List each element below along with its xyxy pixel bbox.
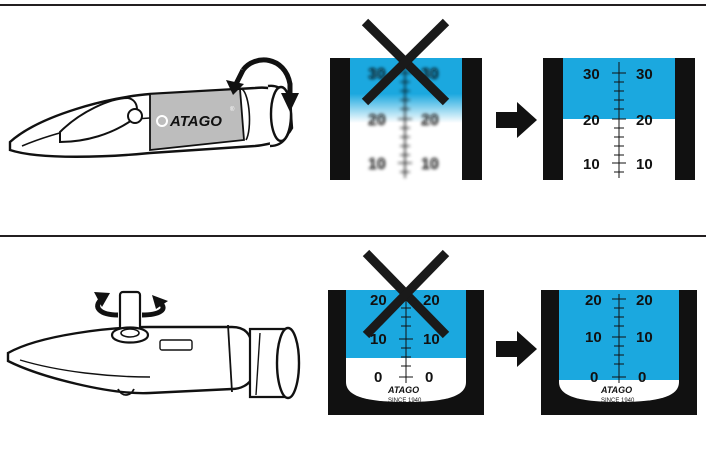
- cross-mark-icon: [361, 18, 450, 106]
- scale-label-0-right: 0: [638, 369, 646, 386]
- scale-label-0-left: 0: [590, 369, 598, 386]
- off-zero-scale-view: 20 20 10 10 0 0 ATAGO SINCE 1940: [328, 290, 484, 415]
- scale-label-10-left: 10: [368, 156, 386, 173]
- rotate-arrow-icon: [226, 57, 299, 112]
- scale-label-10-right: 10: [423, 331, 440, 348]
- atago-logo: ATAGO: [600, 385, 632, 395]
- scale-label-10-right: 10: [636, 156, 653, 173]
- scale-label-20-right: 20: [423, 292, 440, 309]
- scale-label-20-right: 20: [636, 292, 653, 309]
- scale-label-20-left: 20: [368, 112, 386, 129]
- top-divider: [0, 4, 706, 6]
- svg-text:ATAGO: ATAGO: [169, 113, 222, 130]
- refractometer-focus-eyepiece-icon: [8, 84, 294, 158]
- refractometer-calibration-screw-icon: [6, 290, 301, 400]
- step-focus-eyepiece: ATAGO ®: [8, 18, 695, 180]
- svg-text:®: ®: [230, 106, 235, 113]
- scale-label-10-left: 10: [585, 329, 602, 346]
- scale-label-20-left: 20: [370, 292, 387, 309]
- right-arrow-icon: [496, 102, 537, 138]
- scale-label-10-left: 10: [370, 331, 387, 348]
- since-label: SINCE 1940: [601, 398, 635, 404]
- scale-label-30-left: 30: [583, 66, 600, 83]
- right-arrow-icon: [496, 331, 537, 367]
- scale-label-30-right: 30: [636, 66, 653, 83]
- atago-logo: ATAGO ®: [156, 106, 235, 130]
- scale-label-10-right: 10: [421, 156, 439, 173]
- scale-label-20-left: 20: [585, 292, 602, 309]
- cross-mark-icon: [362, 249, 450, 339]
- scale-label-20-left: 20: [583, 112, 600, 129]
- middle-divider: [0, 235, 706, 237]
- zeroed-scale-view: 20 20 10 10 0 0 ATAGO SINCE 1940: [541, 290, 697, 415]
- atago-logo: ATAGO: [387, 385, 419, 395]
- step-zero-calibration: 20 20 10 10 0 0 ATAGO SINCE 1940: [0, 237, 706, 461]
- since-label: SINCE 1940: [388, 398, 422, 404]
- scale-label-0-left: 0: [374, 369, 382, 386]
- scale-label-20-right: 20: [421, 112, 439, 129]
- sharp-scale-view: 30 30 20 20 10 10: [543, 58, 695, 180]
- scale-label-20-right: 20: [636, 112, 653, 129]
- scale-label-30-left: 30: [368, 66, 386, 83]
- blurred-scale-view: 30 30 20 20 10 10: [330, 58, 482, 180]
- scale-label-0-right: 0: [425, 369, 433, 386]
- scale-label-10-left: 10: [583, 156, 600, 173]
- rotate-arrow-icon: [94, 292, 168, 318]
- scale-label-10-right: 10: [636, 329, 653, 346]
